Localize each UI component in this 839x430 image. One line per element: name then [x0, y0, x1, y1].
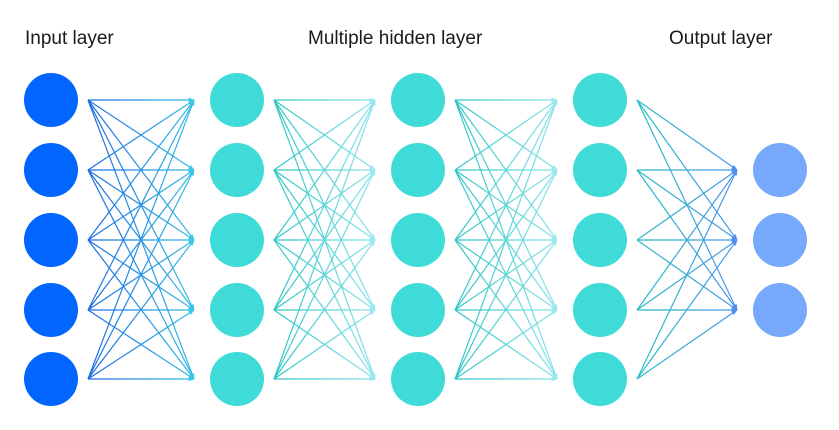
hidden-node [391, 143, 445, 197]
hidden-node [391, 213, 445, 267]
hidden-node [573, 352, 627, 406]
input-node [24, 283, 78, 337]
input-node [24, 213, 78, 267]
hidden-node [573, 73, 627, 127]
connection-edge [87, 239, 195, 380]
input-node [24, 73, 78, 127]
hidden-node [391, 283, 445, 337]
hidden-node [210, 352, 264, 406]
connection-edge [87, 309, 195, 380]
connection-edge [636, 309, 738, 380]
output-node [753, 213, 807, 267]
hidden-node [573, 143, 627, 197]
connection-edge [273, 99, 376, 311]
hidden-node [210, 73, 264, 127]
hidden-node [573, 283, 627, 337]
connection-edge [87, 99, 195, 171]
connection-edge [454, 99, 558, 380]
connection-edge [454, 99, 558, 311]
hidden-node [391, 352, 445, 406]
connection-edge [454, 99, 558, 171]
connection-edge [273, 99, 376, 241]
hidden-node [210, 283, 264, 337]
connection-edge [87, 169, 195, 380]
connection-edge [273, 309, 376, 380]
connection-edge [87, 99, 195, 311]
hidden-node [210, 213, 264, 267]
connection-edge [273, 169, 376, 380]
connection-edge [636, 99, 738, 171]
connection-edge [454, 169, 558, 380]
hidden-node [391, 73, 445, 127]
connection-edge [636, 239, 738, 380]
connection-edge [454, 239, 558, 380]
input-node [24, 352, 78, 406]
connection-edge [87, 99, 195, 241]
hidden-layer-label: Multiple hidden layer [308, 28, 483, 49]
output-node [753, 283, 807, 337]
connection-edge [273, 99, 376, 171]
connection-edge [454, 99, 558, 241]
connection-edge [636, 169, 738, 311]
input-layer-label: Input layer [25, 28, 114, 49]
connection-edge [454, 309, 558, 380]
nodes [24, 73, 807, 406]
output-layer-label: Output layer [669, 28, 773, 49]
connection-edge [636, 169, 738, 241]
connection-edge [273, 99, 376, 380]
connection-edge [87, 99, 195, 380]
connections [87, 97, 738, 382]
connection-edge [636, 169, 738, 380]
connection-edge [273, 239, 376, 380]
hidden-node [210, 143, 264, 197]
output-node [753, 143, 807, 197]
hidden-node [573, 213, 627, 267]
input-node [24, 143, 78, 197]
